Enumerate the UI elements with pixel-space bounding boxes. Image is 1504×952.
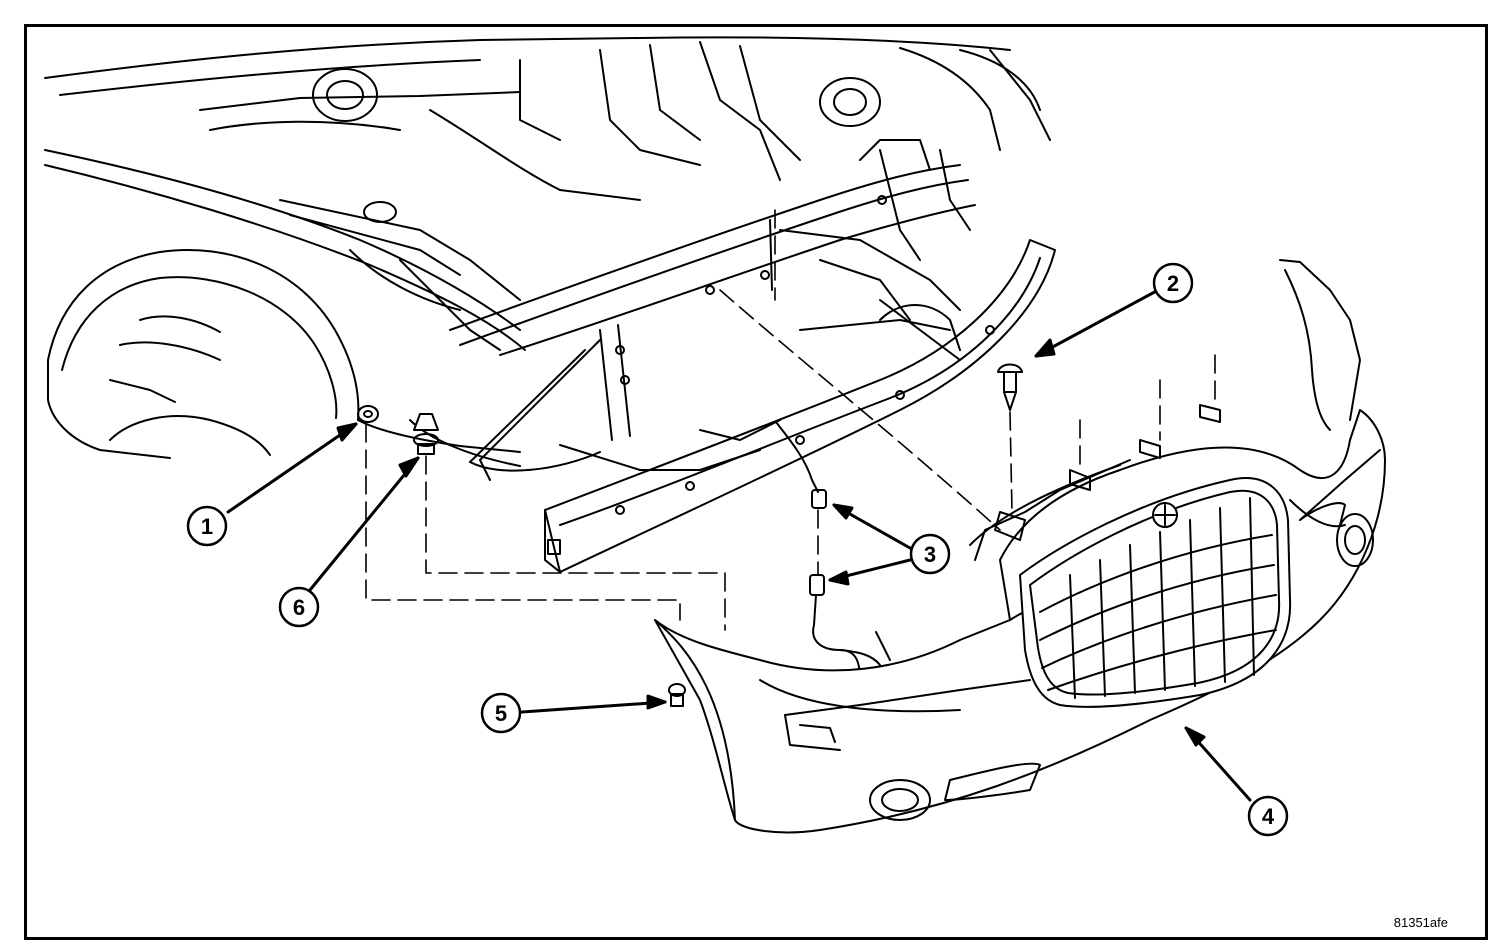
figure-id-label: 81351afe xyxy=(1393,915,1448,930)
front-bumper-fascia xyxy=(654,259,1386,834)
fog-lamp-wire-harness xyxy=(775,421,891,681)
vehicle-front-structure xyxy=(44,36,1056,573)
fasteners xyxy=(357,363,1023,707)
callout-2: 2 xyxy=(1152,262,1194,304)
callout-5: 5 xyxy=(480,692,522,734)
diagram-border xyxy=(24,24,1488,940)
callout-number: 6 xyxy=(293,595,305,620)
callout-number: 4 xyxy=(1262,804,1275,829)
leader-arrows xyxy=(226,286,1252,802)
callout-number: 5 xyxy=(495,701,507,726)
callout-4: 4 xyxy=(1247,795,1289,837)
callout-number: 2 xyxy=(1167,271,1179,296)
callout-3: 3 xyxy=(909,533,951,575)
callout-6: 6 xyxy=(278,586,320,628)
callout-number: 3 xyxy=(924,542,936,567)
callout-number: 1 xyxy=(201,514,213,539)
callout-1: 1 xyxy=(186,505,228,547)
alignment-guides xyxy=(365,209,1216,631)
